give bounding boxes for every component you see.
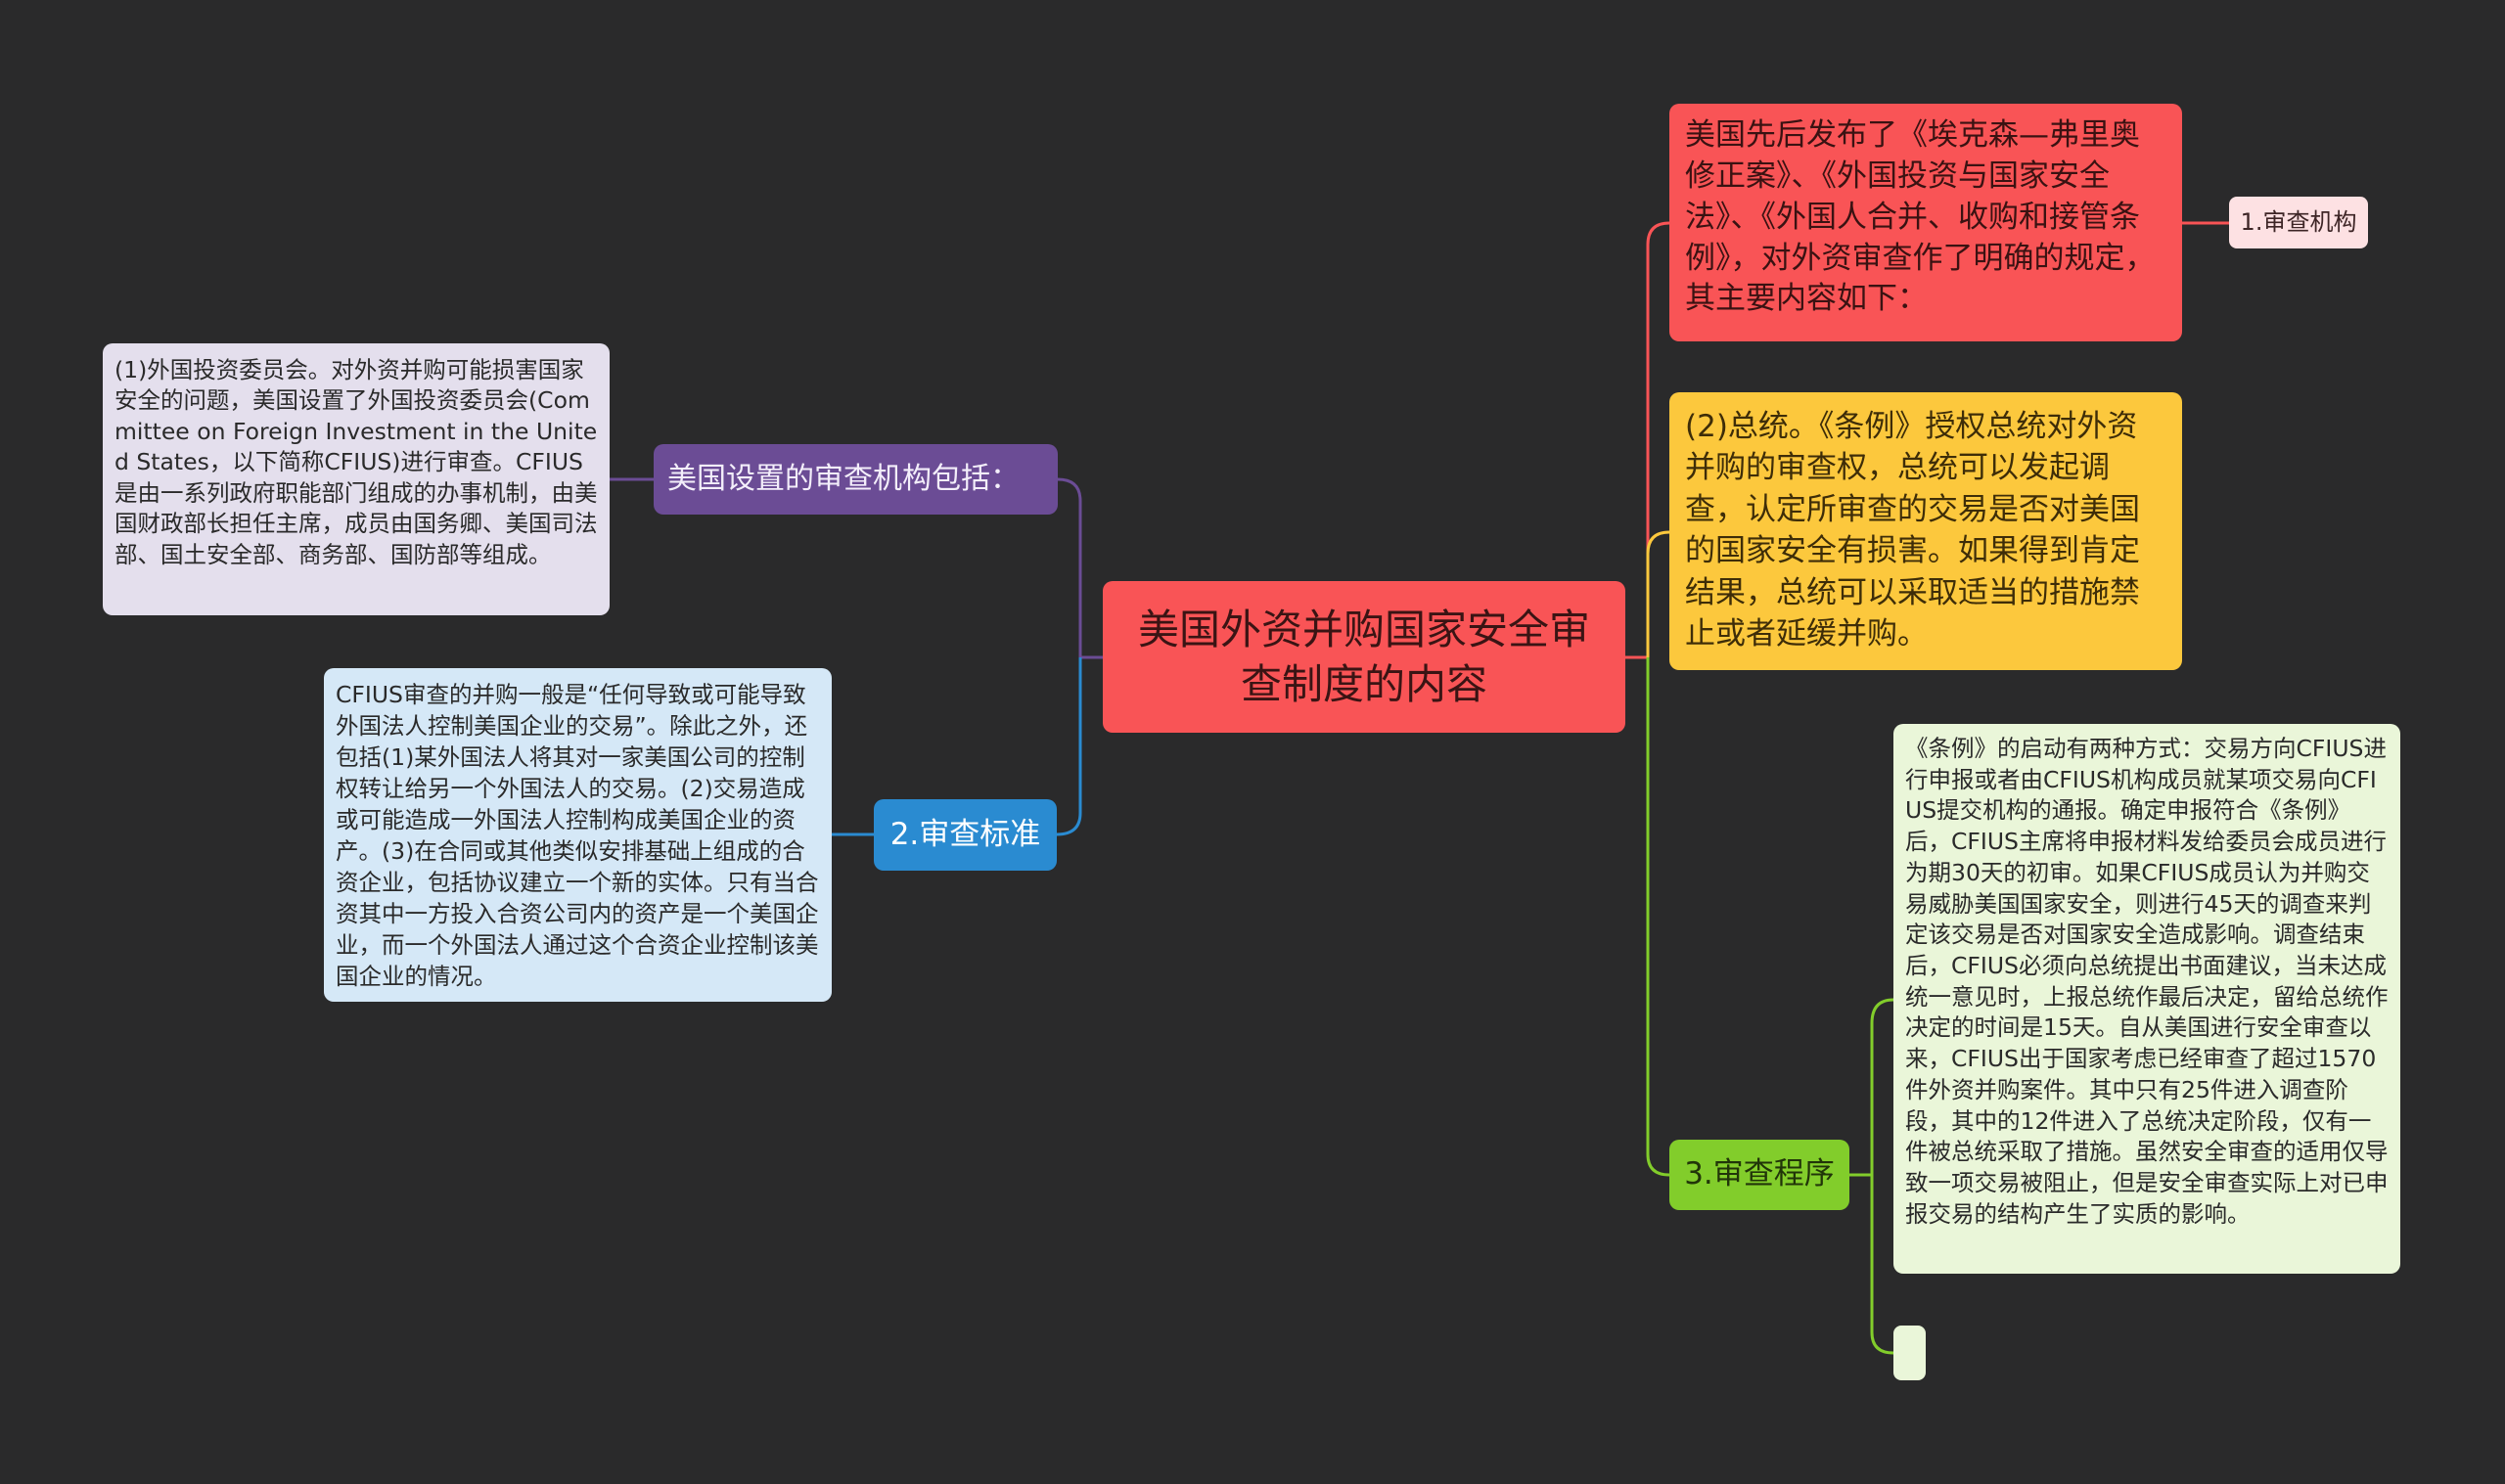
topic-intro-laws[interactable]: 美国先后发布了《埃克森—弗里奥修正案》、《外国投资与国家安全法》、《外国人合并、… (1669, 104, 2182, 341)
connector-right-3-detail (1849, 998, 1894, 1177)
topic-review-procedure-label: 3.审查程序 (1684, 1156, 1835, 1192)
central-topic-text: 美国外资并购国家安全审查制度的内容 (1137, 605, 1590, 708)
connector-center-left-1 (1057, 477, 1103, 659)
topic-review-bodies-detail-text: (1)外国投资委员会。对外资并购可能损害国家安全的问题，美国设置了外国投资委员会… (114, 356, 598, 568)
topic-review-standard[interactable]: 2.审查标准 (874, 799, 1057, 871)
topic-review-standard-detail[interactable]: CFIUS审查的并购一般是“任何导致或可能导致外国法人控制美国企业的交易”。除此… (324, 668, 832, 1002)
topic-review-procedure[interactable]: 3.审查程序 (1669, 1140, 1849, 1210)
topic-president-text: (2)总统。《条例》授权总统对外资并购的审查权，总统可以发起调查，认定所审查的交… (1685, 409, 2140, 652)
central-topic[interactable]: 美国外资并购国家安全审查制度的内容 (1103, 581, 1625, 733)
topic-president[interactable]: (2)总统。《条例》授权总统对外资并购的审查权，总统可以发起调查，认定所审查的交… (1669, 392, 2182, 670)
topic-review-standard-detail-text: CFIUS审查的并购一般是“任何导致或可能导致外国法人控制美国企业的交易”。除此… (336, 681, 819, 990)
connector-right-3-empty (1870, 1175, 1894, 1355)
topic-intro-laws-text: 美国先后发布了《埃克森—弗里奥修正案》、《外国投资与国家安全法》、《外国人合并、… (1685, 117, 2156, 317)
connector-right-3 (1646, 657, 1670, 1177)
topic-review-procedure-detail-text: 《条例》的启动有两种方式：交易方向CFIUS进行申报或者由CFIUS机构成员就某… (1905, 735, 2389, 1228)
subtopic-review-agency[interactable]: 1.审查机构 (2229, 197, 2368, 248)
topic-review-bodies-label: 美国设置的审查机构包括： (667, 462, 1020, 497)
connector-center-left-2 (1056, 657, 1082, 836)
topic-review-procedure-detail[interactable]: 《条例》的启动有两种方式：交易方向CFIUS进行申报或者由CFIUS机构成员就某… (1893, 724, 2400, 1274)
topic-review-bodies[interactable]: 美国设置的审查机构包括： (654, 444, 1058, 515)
connector-right-1 (1646, 221, 1670, 657)
connector-right-2 (1646, 530, 1670, 657)
empty-subtopic-node[interactable] (1893, 1326, 1926, 1380)
topic-review-bodies-detail[interactable]: (1)外国投资委员会。对外资并购可能损害国家安全的问题，美国设置了外国投资委员会… (103, 343, 610, 615)
topic-review-standard-label: 2.审查标准 (889, 816, 1041, 852)
subtopic-review-agency-label: 1.审查机构 (2240, 207, 2357, 236)
